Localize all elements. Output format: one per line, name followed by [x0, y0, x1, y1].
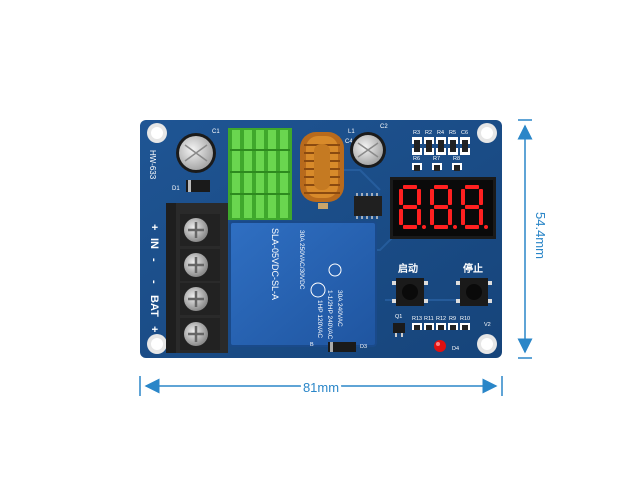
resistor-row-bottom: [412, 323, 470, 330]
electrolytic-capacitor-c1: [176, 133, 216, 173]
label-r6: R6: [413, 156, 420, 162]
relay-rating-1: 30A 250VAC/30VDC: [298, 230, 305, 290]
label-r4: R4: [437, 130, 444, 136]
seven-segment-display: [390, 177, 496, 239]
label-c4: C4: [345, 139, 353, 145]
relay: [229, 221, 377, 347]
display-decimal-point: [453, 225, 457, 229]
display-segment: [403, 225, 417, 229]
label-bat-plus: +: [148, 326, 160, 332]
stop-button[interactable]: [456, 278, 492, 306]
label-v2: V2: [484, 322, 491, 328]
terminal-screw-4[interactable]: [180, 318, 220, 350]
display-segment: [430, 209, 434, 225]
relay-model: SLA-05VDC-SL-A: [270, 228, 280, 300]
display-segment: [417, 189, 421, 205]
display-segment: [434, 185, 448, 189]
label-d4: D4: [452, 346, 459, 352]
display-segment: [479, 209, 483, 225]
display-segment: [448, 209, 452, 225]
label-r10: R10: [460, 316, 470, 322]
ic-chip: [354, 193, 382, 219]
label-d1: D1: [172, 186, 180, 192]
display-decimal-point: [422, 225, 426, 229]
label-r8: R8: [453, 156, 460, 162]
label-r12: R12: [436, 316, 446, 322]
start-button[interactable]: [392, 278, 428, 306]
display-segment: [465, 205, 479, 209]
display-segment: [465, 225, 479, 229]
display-segment: [399, 209, 403, 225]
label-q1: Q1: [395, 314, 402, 320]
mounting-holes: [147, 123, 497, 354]
electrolytic-capacitor-c2: [350, 132, 386, 168]
display-segment: [417, 209, 421, 225]
label-bat-minus: -: [148, 280, 160, 284]
resistor-row-mid: [412, 163, 462, 171]
inductor-l1: [300, 132, 344, 202]
relay-rating-4: 30A 240VAC: [336, 290, 343, 327]
label-b: B: [310, 342, 314, 348]
label-in-minus: -: [148, 258, 160, 262]
label-r7: R7: [433, 156, 440, 162]
terminal-screw-1[interactable]: [180, 214, 220, 246]
display-decimal-point: [484, 225, 488, 229]
display-segment: [403, 205, 417, 209]
start-button-label: 启动: [398, 262, 418, 275]
label-l1: L1: [348, 129, 355, 135]
label-c2: C2: [380, 124, 388, 130]
terminal-screw-2[interactable]: [180, 249, 220, 281]
transistor-q1: [393, 323, 405, 337]
display-segment: [448, 189, 452, 205]
display-segment: [479, 189, 483, 205]
label-c1: C1: [212, 129, 220, 135]
display-segment: [434, 205, 448, 209]
led-d4: [434, 340, 446, 352]
height-label: 54.4mm: [533, 212, 548, 259]
stop-button-label: 停止: [463, 262, 483, 275]
label-r2: R2: [425, 130, 432, 136]
width-label: 81mm: [303, 380, 339, 395]
label-r9: R9: [449, 316, 456, 322]
display-segment: [434, 225, 448, 229]
terminal-block: [166, 203, 228, 353]
display-segment: [399, 189, 403, 205]
heatsink: [228, 128, 292, 220]
capacitor-c4: [318, 203, 328, 209]
display-segment: [461, 189, 465, 205]
label-bat: BAT: [148, 295, 160, 317]
display-segment: [465, 185, 479, 189]
width-dimension: [139, 376, 503, 396]
label-r13: R13: [412, 316, 422, 322]
display-segment: [461, 209, 465, 225]
resistor-row-top: [412, 137, 470, 155]
height-dimension: [517, 119, 533, 359]
label-d3: D3: [360, 344, 367, 350]
display-segment: [403, 185, 417, 189]
relay-rating-3: 1-1/2HP 240VAC: [326, 290, 333, 340]
diode-d3: [328, 342, 356, 352]
label-c6: C6: [461, 130, 468, 136]
board-model-label: HW-633: [148, 150, 157, 180]
label-in: IN: [148, 238, 160, 249]
label-in-plus: +: [148, 224, 160, 230]
relay-rating-2: 1HP 120VAC: [316, 300, 323, 338]
terminal-screw-3[interactable]: [180, 283, 220, 315]
label-r3: R3: [413, 130, 420, 136]
display-segment: [430, 189, 434, 205]
diode-d1: [186, 180, 210, 192]
label-r5: R5: [449, 130, 456, 136]
label-r11: R11: [424, 316, 434, 322]
